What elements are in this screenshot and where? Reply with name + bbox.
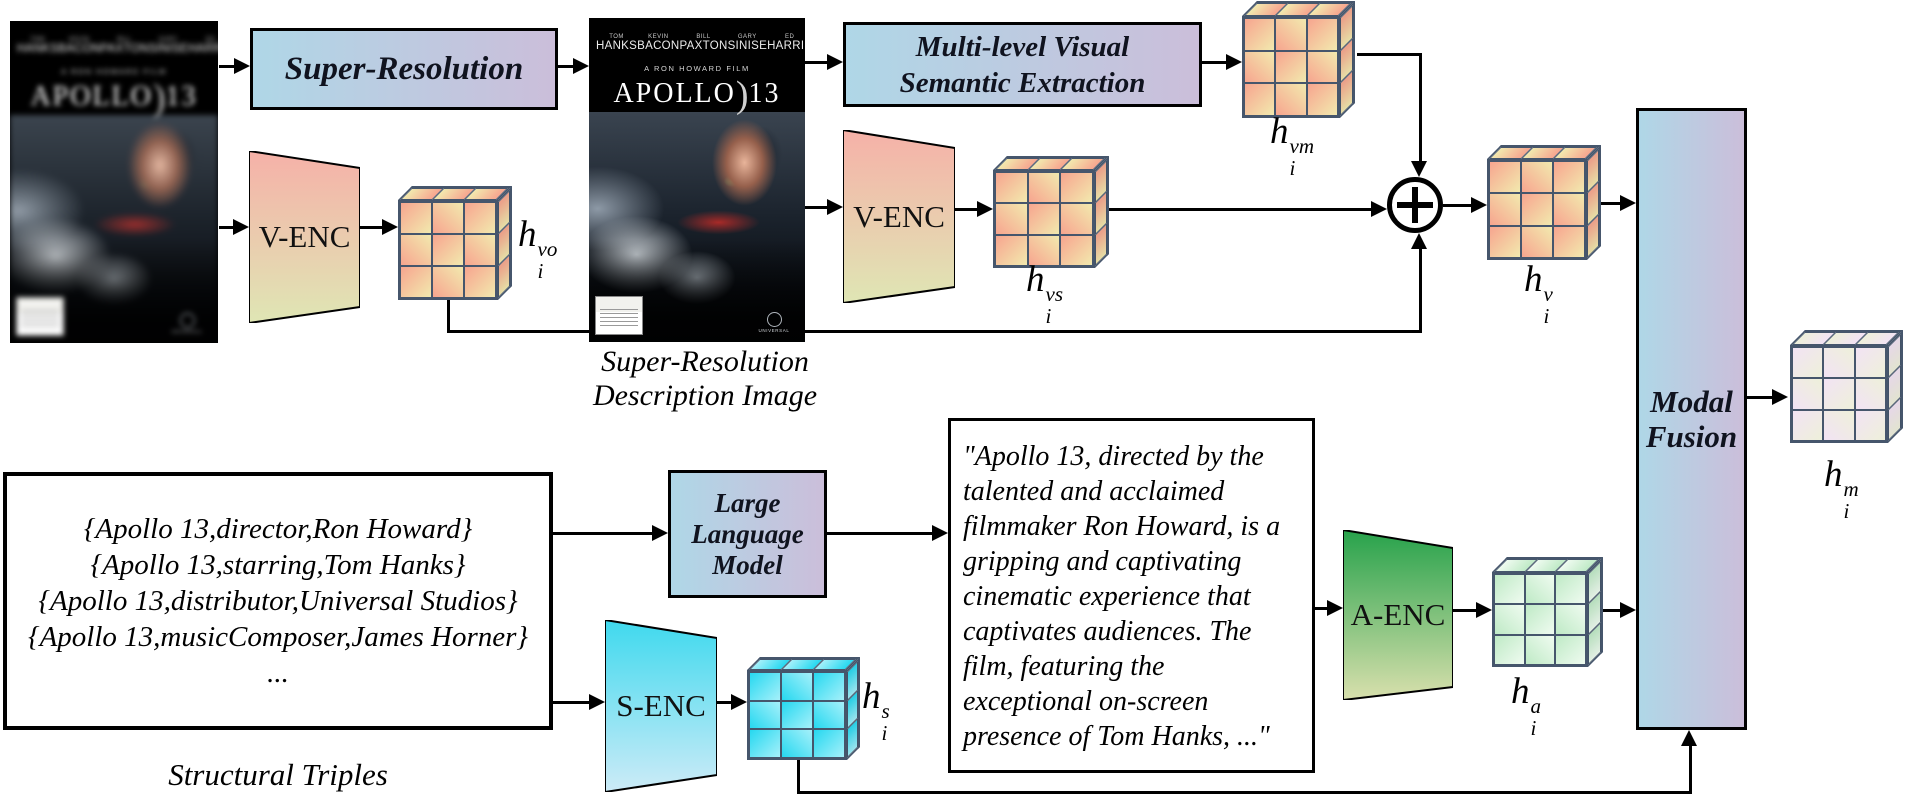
structural-triples-box: {Apollo 13,director,Ron Howard} {Apollo … <box>3 472 553 730</box>
description-line: film, featuring the <box>963 651 1165 682</box>
triple-line: {Apollo 13,starring,Tom Hanks} <box>90 549 466 581</box>
s-enc-label: S-ENC <box>616 688 706 723</box>
tensor-cube-hvm <box>1242 1 1355 118</box>
a-enc-trapezoid <box>1343 530 1453 700</box>
circled-plus-operator-icon <box>1387 177 1443 233</box>
universal-logo: UNIVERSAL <box>757 312 791 334</box>
poster-certificate <box>16 297 64 336</box>
sr-image-caption: Super-Resolution Description Image <box>592 345 818 412</box>
triple-line: {Apollo 13,director,Ron Howard} <box>83 513 473 545</box>
poster-title: APOLLO)13 <box>613 74 781 116</box>
tensor-cube-ha <box>1492 557 1603 667</box>
triple-line: {Apollo 13,distributor,Universal Studios… <box>38 585 518 617</box>
structural-triples-caption: Structural Triples <box>168 757 388 792</box>
description-line: cinematic experience that <box>963 581 1251 612</box>
tensor-cube-hs <box>747 657 860 760</box>
triple-line: ... <box>267 657 289 689</box>
v-enc-sr-trapezoid <box>843 130 955 303</box>
poster-certificate <box>595 296 643 335</box>
description-line: "Apollo 13, directed by the <box>963 441 1264 472</box>
tensor-cube-hv <box>1487 145 1601 260</box>
large-language-model-box: Large Language Model <box>668 470 827 598</box>
tensor-cube-hvo <box>398 186 512 300</box>
description-line: gripping and captivating <box>963 546 1242 577</box>
description-line: filmmaker Ron Howard, is a <box>963 511 1281 542</box>
v-enc-sr-label: V-ENC <box>853 198 945 234</box>
description-line: captivates audiences. The <box>963 616 1252 647</box>
triple-line: {Apollo 13,musicComposer,James Horner} <box>27 621 529 653</box>
s-enc-trapezoid <box>605 620 717 792</box>
description-line: presence of Tom Hanks, ..." <box>963 721 1270 752</box>
v-enc-original-label: V-ENC <box>258 219 351 254</box>
description-line: exceptional on-screen <box>963 686 1209 717</box>
llm-description-box: "Apollo 13, directed by the talented and… <box>948 418 1315 773</box>
universal-logo: UNIVERSAL <box>170 313 204 335</box>
a-enc-label: A-ENC <box>1350 597 1446 632</box>
poster-credit: A RON HOWARD FILM <box>644 64 750 73</box>
poster-credit: A RON HOWARD FILM <box>61 67 167 76</box>
poster-title: APOLLO)13 <box>30 77 198 119</box>
tensor-cube-hm <box>1790 330 1903 443</box>
v-enc-original-trapezoid <box>249 151 360 323</box>
super-resolution-box: Super-Resolution <box>250 28 558 110</box>
multi-level-visual-semantic-extraction-box: Multi-level Visual Semantic Extraction <box>843 22 1202 107</box>
modal-fusion-box: Modal Fusion <box>1636 108 1747 730</box>
description-line: talented and acclaimed <box>963 476 1225 507</box>
tensor-cube-hvs <box>993 156 1109 268</box>
